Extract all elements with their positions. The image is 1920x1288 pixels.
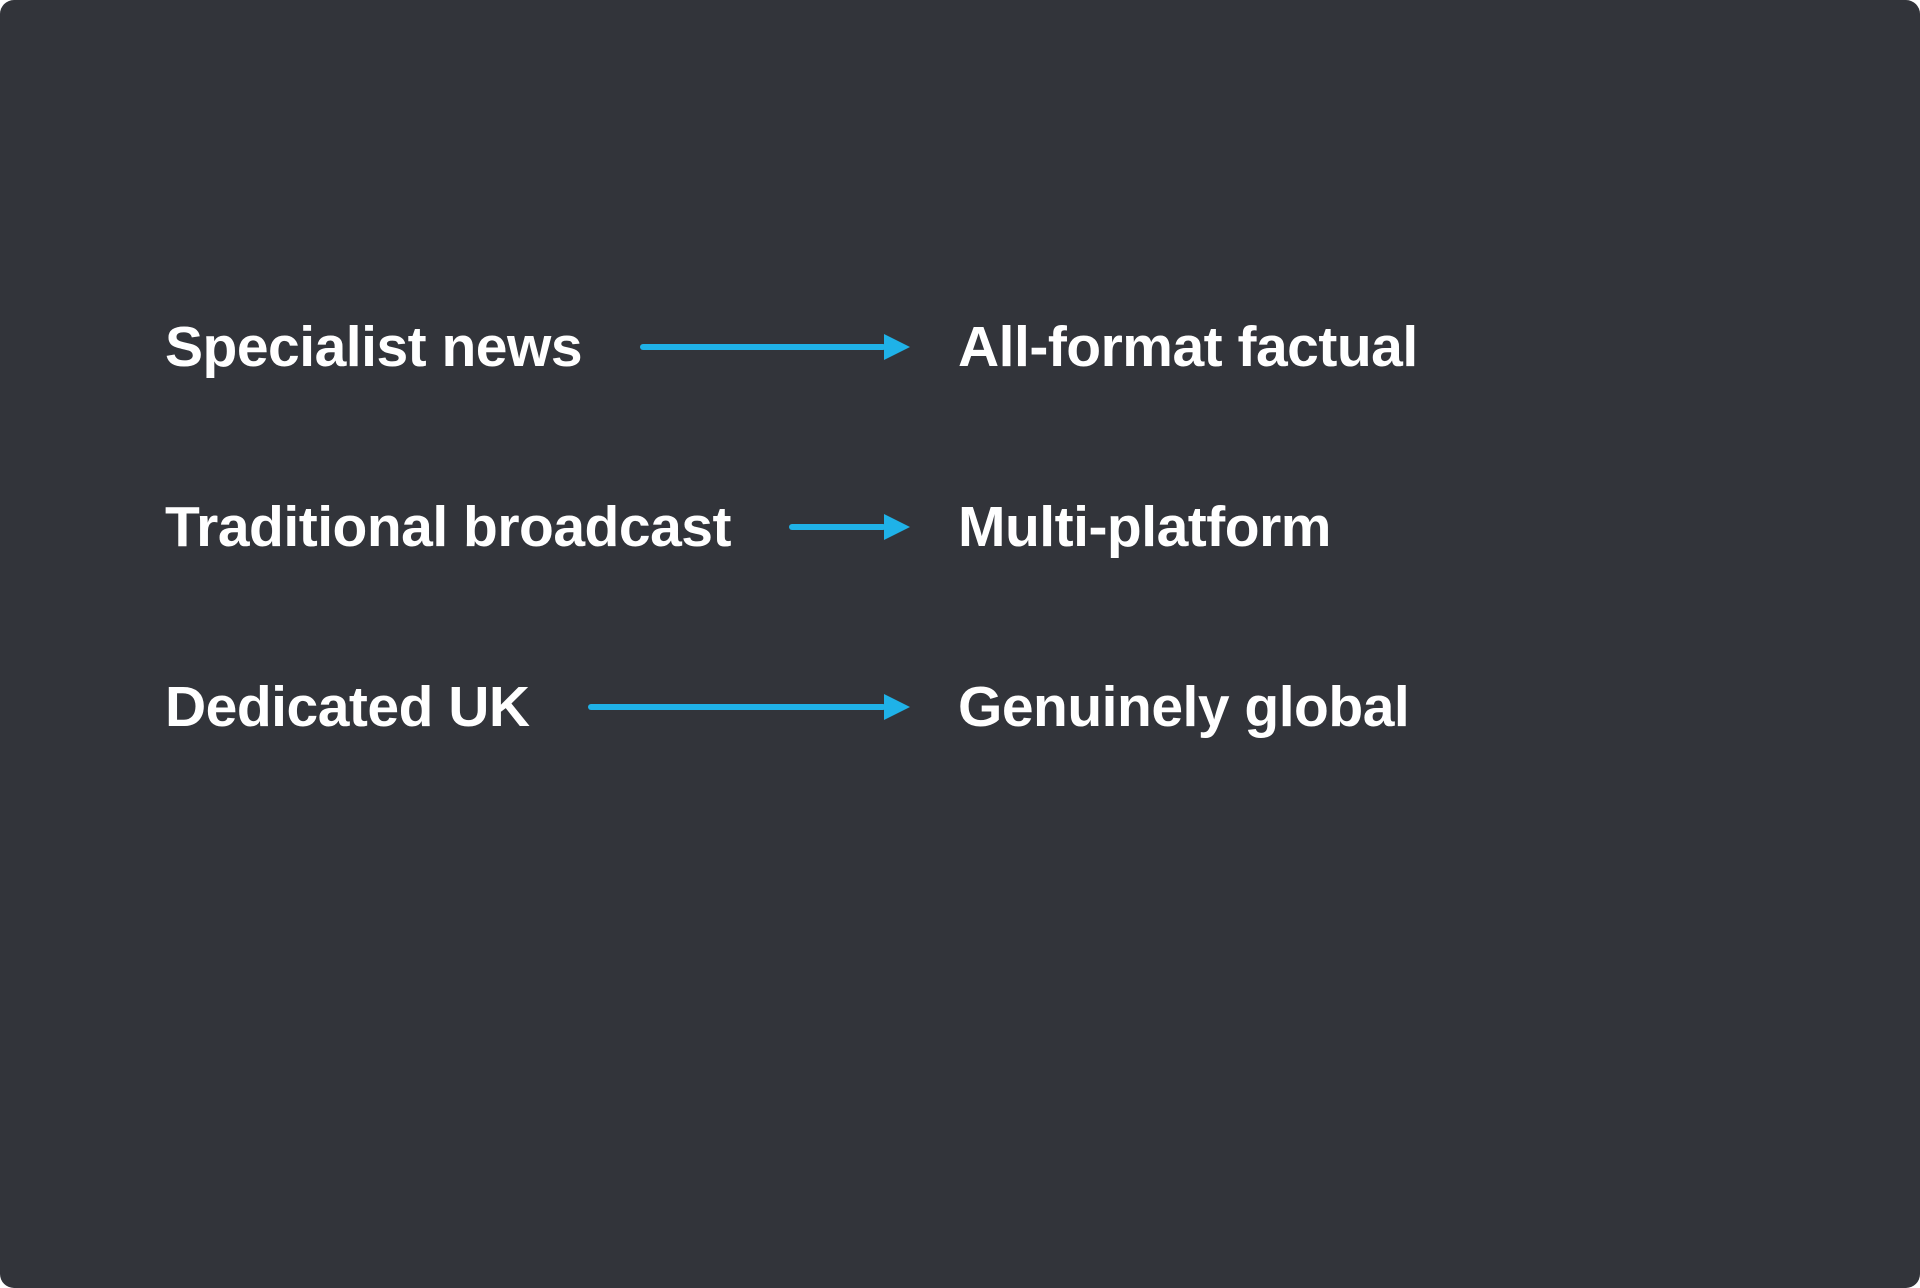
row-left-zone: Dedicated UK bbox=[165, 674, 910, 739]
to-label: All-format factual bbox=[958, 314, 1418, 379]
arrow-head bbox=[884, 694, 910, 720]
to-label: Genuinely global bbox=[958, 674, 1410, 739]
row-left-zone: Traditional broadcast bbox=[165, 494, 910, 559]
row-left-zone: Specialist news bbox=[165, 314, 910, 379]
transformation-list: Specialist news All-format factual Tradi… bbox=[0, 257, 1920, 797]
transformation-row: Specialist news All-format factual bbox=[0, 257, 1920, 437]
arrow-shaft bbox=[640, 344, 886, 350]
arrow-right-icon bbox=[587, 694, 910, 720]
arrow-right-icon bbox=[788, 514, 910, 540]
from-label: Dedicated UK bbox=[165, 674, 530, 739]
to-label: Multi-platform bbox=[958, 494, 1331, 559]
arrow-right-icon bbox=[640, 334, 910, 360]
transformation-row: Traditional broadcast Multi-platform bbox=[0, 437, 1920, 617]
from-label: Specialist news bbox=[165, 314, 583, 379]
arrow-shaft bbox=[788, 524, 886, 530]
arrow-shaft bbox=[587, 704, 886, 710]
arrow-head bbox=[884, 514, 910, 540]
transformation-row: Dedicated UK Genuinely global bbox=[0, 617, 1920, 797]
arrow-head bbox=[884, 334, 910, 360]
from-label: Traditional broadcast bbox=[165, 494, 731, 559]
